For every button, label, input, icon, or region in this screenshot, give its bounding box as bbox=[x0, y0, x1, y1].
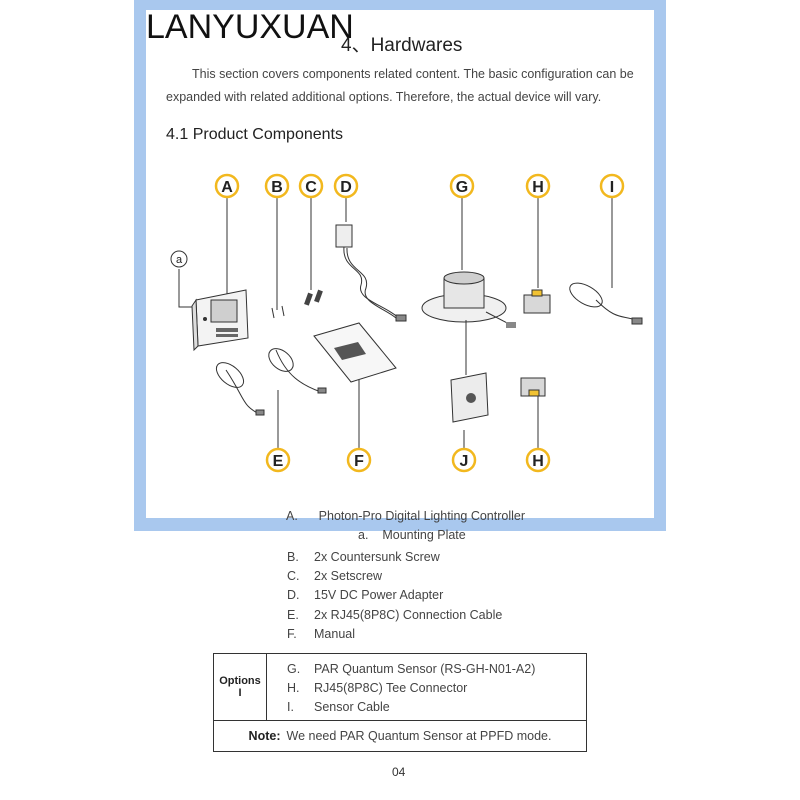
options-label-line-1: Options bbox=[219, 675, 261, 687]
tee-connector-bottom bbox=[520, 377, 546, 397]
item-key: E. bbox=[287, 607, 299, 622]
tee-connector-top bbox=[523, 289, 551, 314]
list-item: B. 2x Countersunk Screw bbox=[287, 548, 502, 567]
list-item: F. Manual bbox=[287, 625, 502, 644]
item-text: 2x Setscrew bbox=[314, 569, 383, 584]
section-heading: 4、Hardwares bbox=[341, 35, 463, 56]
watermark: LANYUXUAN bbox=[146, 8, 354, 46]
item-text: Mounting Plate bbox=[382, 528, 466, 542]
item-a-mounting-plate: a. Mounting Plate bbox=[358, 528, 466, 542]
table-divider bbox=[214, 720, 586, 721]
options-label: Options I bbox=[214, 654, 267, 720]
item-key: G. bbox=[287, 662, 301, 676]
list-item: H. RJ45(8P8C) Tee Connector bbox=[287, 679, 535, 698]
intro-line-1: This section covers components related c… bbox=[192, 67, 634, 81]
item-key: C. bbox=[287, 569, 300, 584]
label-H-top: H bbox=[532, 179, 544, 196]
item-text: 2x RJ45(8P8C) Connection Cable bbox=[314, 607, 503, 622]
junction-box bbox=[450, 372, 489, 423]
power-adapter bbox=[335, 224, 407, 322]
item-key: A. bbox=[286, 509, 298, 523]
intro-line-2: expanded with related additional options… bbox=[166, 90, 602, 104]
list-item: E. 2x RJ45(8P8C) Connection Cable bbox=[287, 606, 502, 625]
list-item: I. Sensor Cable bbox=[287, 698, 535, 717]
manual bbox=[313, 322, 397, 383]
item-text: Photon-Pro Digital Lighting Controller bbox=[318, 509, 526, 523]
item-key: H. bbox=[287, 681, 300, 696]
label-E: E bbox=[273, 453, 284, 470]
list-item: G. PAR Quantum Sensor (RS-GH-N01-A2) bbox=[287, 660, 535, 679]
label-F: F bbox=[354, 453, 364, 470]
quantum-sensor bbox=[421, 271, 516, 375]
label-G: G bbox=[456, 179, 468, 196]
components-figure: A B C D G H I E F J H a bbox=[170, 173, 643, 473]
controller-device bbox=[191, 289, 249, 352]
label-H-bottom: H bbox=[532, 453, 544, 470]
note-text: We need PAR Quantum Sensor at PPFD mode. bbox=[286, 729, 552, 743]
label-D: D bbox=[340, 179, 352, 196]
intro-paragraph: This section covers components related c… bbox=[166, 63, 646, 109]
component-list: B. 2x Countersunk Screw C. 2x Setscrew D. 1… bbox=[287, 548, 502, 644]
options-list: G. PAR Quantum Sensor (RS-GH-N01-A2) H. RJ… bbox=[287, 660, 535, 718]
list-item: C. 2x Setscrew bbox=[287, 567, 502, 586]
list-item: D. 15V DC Power Adapter bbox=[287, 586, 502, 605]
item-text: Sensor Cable bbox=[314, 700, 390, 715]
label-I: I bbox=[610, 179, 614, 196]
setscrews bbox=[304, 289, 323, 306]
item-key: B. bbox=[287, 550, 299, 564]
label-B: B bbox=[271, 179, 283, 196]
subsection-heading: 4.1 Product Components bbox=[166, 126, 343, 143]
page-number: 04 bbox=[392, 765, 406, 779]
frame-content bbox=[146, 10, 654, 518]
label-J: J bbox=[460, 453, 469, 470]
item-text: PAR Quantum Sensor (RS-GH-N01-A2) bbox=[314, 662, 536, 676]
frame-border-bottom bbox=[134, 518, 666, 531]
item-text: 2x Countersunk Screw bbox=[314, 550, 440, 564]
sensor-cable bbox=[569, 282, 643, 325]
item-key: I. bbox=[287, 700, 294, 715]
item-text: Manual bbox=[314, 626, 355, 641]
frame-border-right bbox=[654, 0, 666, 530]
cables bbox=[215, 348, 327, 416]
item-key: F. bbox=[287, 626, 297, 641]
label-A: A bbox=[221, 179, 233, 196]
item-text: 15V DC Power Adapter bbox=[314, 588, 444, 603]
frame-border-left bbox=[134, 0, 146, 530]
note-row: Note: We need PAR Quantum Sensor at PPFD … bbox=[214, 720, 586, 752]
item-key: D. bbox=[287, 588, 300, 603]
item-text: RJ45(8P8C) Tee Connector bbox=[314, 681, 468, 696]
item-A-clipped: A. Photon-Pro Digital Lighting Controlle… bbox=[286, 509, 525, 523]
label-a: a bbox=[176, 254, 183, 266]
label-C: C bbox=[305, 179, 317, 196]
item-key: a. bbox=[358, 528, 369, 542]
options-table: Options I G. PAR Quantum Sensor (RS-GH-N0… bbox=[213, 653, 587, 752]
options-label-line-2: I bbox=[238, 687, 242, 699]
frame-border-top bbox=[134, 0, 666, 10]
screws bbox=[271, 305, 285, 319]
note-label: Note: bbox=[248, 729, 281, 743]
